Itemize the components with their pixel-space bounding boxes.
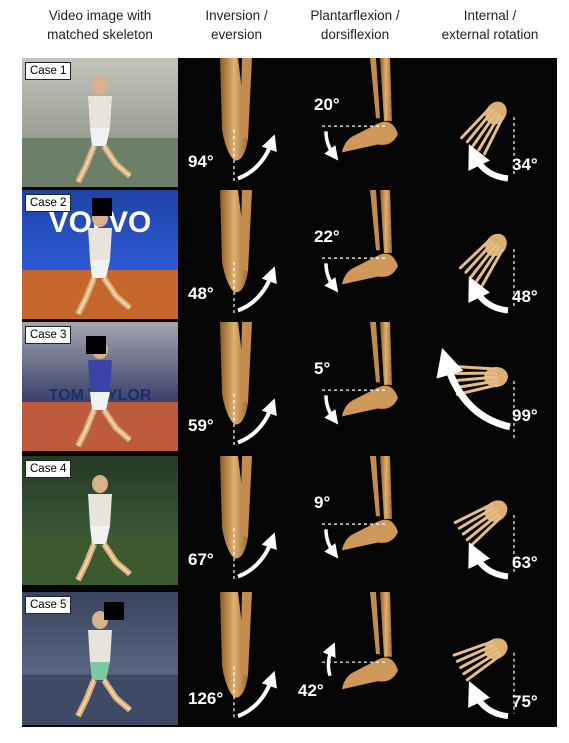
header-line: Video image with — [48, 8, 152, 23]
plantarflexion-dorsiflexion-panel — [322, 456, 398, 559]
inversion-angle: 59° — [188, 416, 214, 436]
case-label: Case 5 — [25, 596, 72, 614]
rotation-angle: 48° — [512, 286, 538, 306]
video-frame: Case 4 — [22, 456, 178, 585]
inversion-angle: 94° — [188, 152, 214, 172]
rotation-angle: 34° — [512, 154, 538, 174]
rotation-angle: 63° — [512, 552, 538, 572]
player-skeleton-illustration — [75, 475, 132, 582]
figure-panel: Case 1 94° 20° 34° VOLVOCase 2 48° 22° 48° TOM T… — [22, 58, 557, 727]
player-skeleton-illustration — [75, 611, 132, 718]
plantarflexion-angle: 42° — [298, 681, 324, 701]
header-line: Plantarflexion / — [310, 8, 400, 23]
column-header-video: Video image with matched skeleton — [20, 6, 180, 44]
column-header-rotation: Internal / external rotation — [420, 6, 560, 44]
inversion-eversion-panel — [220, 456, 277, 581]
inversion-eversion-panel — [220, 58, 277, 183]
video-frame: VOLVOCase 2 — [22, 190, 178, 319]
plantarflexion-dorsiflexion-panel — [322, 58, 398, 161]
plantarflexion-angle: 20° — [314, 94, 340, 114]
video-frame: Case 5 — [22, 592, 178, 725]
case-label: Case 3 — [25, 326, 72, 344]
inversion-eversion-panel — [220, 190, 277, 315]
rotation-panel — [458, 233, 515, 314]
header-line: dorsiflexion — [320, 27, 390, 42]
case-label: Case 4 — [25, 460, 72, 478]
video-frame: Case 1 — [22, 58, 178, 187]
rotation-panel — [436, 347, 515, 440]
column-header-plantarflexion: Plantarflexion / dorsiflexion — [290, 6, 420, 44]
plantarflexion-dorsiflexion-panel — [322, 322, 398, 425]
header-line: matched skeleton — [47, 27, 153, 42]
case-label: Case 2 — [25, 194, 72, 212]
header-line: Inversion / — [205, 8, 268, 23]
inversion-eversion-panel — [220, 592, 277, 721]
header-line: external rotation — [441, 27, 539, 42]
redaction-box — [104, 602, 124, 620]
rotation-panel — [453, 500, 515, 580]
player-skeleton-illustration — [75, 77, 132, 184]
plantarflexion-angle: 5° — [314, 358, 331, 378]
column-header-inversion: Inversion / eversion — [184, 6, 289, 44]
inversion-angle: 67° — [188, 550, 214, 570]
inversion-eversion-panel — [220, 322, 277, 447]
plantarflexion-dorsiflexion-panel — [322, 592, 398, 690]
case-label: Case 1 — [25, 62, 72, 80]
plantarflexion-angle: 9° — [314, 492, 331, 512]
rotation-panel — [452, 638, 515, 720]
rotation-angle: 99° — [512, 405, 538, 425]
inversion-angle: 126° — [188, 689, 224, 709]
plantarflexion-angle: 22° — [314, 226, 340, 246]
plantarflexion-dorsiflexion-panel — [322, 190, 398, 293]
inversion-angle: 48° — [188, 284, 214, 304]
rotation-panel — [460, 101, 515, 182]
header-line: eversion — [210, 27, 263, 42]
redaction-box — [92, 198, 112, 216]
rotation-angle: 75° — [512, 691, 538, 711]
redaction-box — [86, 336, 106, 354]
header-line: Internal / — [463, 8, 517, 23]
